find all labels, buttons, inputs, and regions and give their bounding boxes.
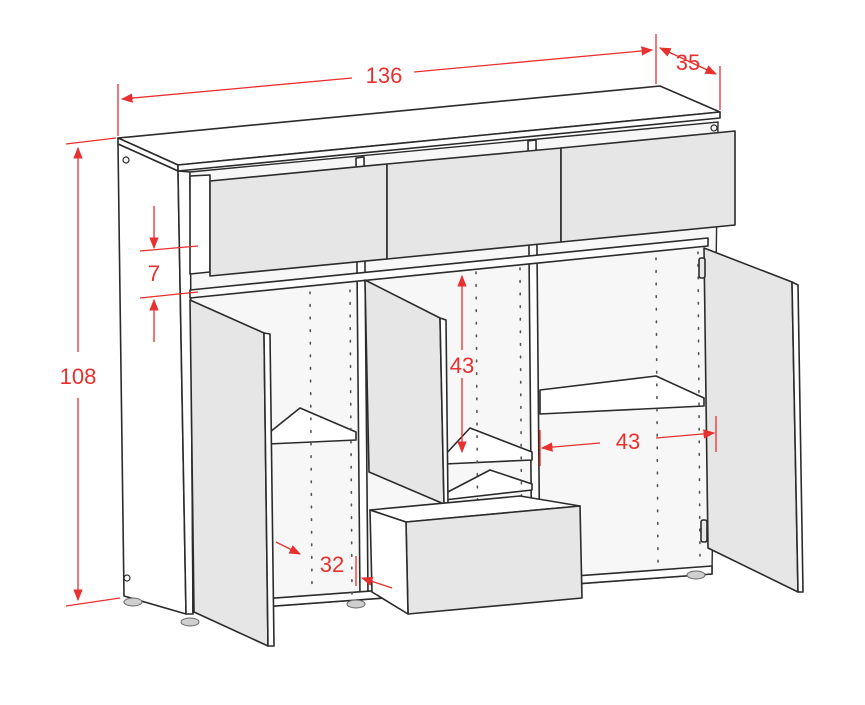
side-peg — [710, 124, 718, 132]
width-label: 136 — [366, 63, 403, 88]
top-drawers — [189, 130, 736, 277]
door-right — [703, 247, 799, 593]
compartment-width-label: 43 — [616, 429, 640, 454]
cabinet-foot — [346, 599, 366, 609]
drawer-front-1 — [209, 163, 388, 277]
dimension-inner-depth: 32 — [275, 541, 393, 589]
cabinet-left-front-edge — [177, 170, 194, 615]
shelf-pin-holes — [697, 251, 701, 561]
shelf-pin-holes — [309, 291, 313, 593]
dimension-gap: 7 — [139, 206, 199, 342]
drawer-front-2 — [386, 147, 562, 260]
shelf-rail-top — [189, 237, 709, 299]
cabinet-top-side-edge — [177, 111, 721, 172]
cabinet-foot — [123, 597, 143, 607]
shelf-pin-holes — [349, 289, 353, 595]
door-left-edge — [263, 332, 275, 647]
gap-label: 7 — [148, 261, 160, 286]
shelf-pin-holes — [475, 271, 479, 581]
hinge-icon — [698, 257, 706, 279]
dimension-width: 136 — [117, 34, 657, 136]
drawer-side — [189, 174, 211, 275]
depth-label: 35 — [676, 50, 700, 75]
dimension-depth: 35 — [658, 47, 721, 110]
bottom-drawer-side — [369, 509, 409, 615]
dimension-compartment-width: 43 — [539, 416, 717, 466]
dimension-compartment-height: 43 — [450, 274, 474, 454]
shelf-right — [539, 375, 705, 415]
bottom-drawer — [369, 495, 583, 615]
side-peg — [123, 574, 131, 582]
door-left — [189, 299, 269, 647]
compartment-height-label: 43 — [450, 353, 474, 378]
cabinet-left-side — [117, 143, 187, 615]
door-right-edge — [791, 281, 804, 593]
door-middle — [364, 279, 445, 505]
hinge-icon — [700, 519, 708, 543]
cabinet-foot — [686, 570, 706, 580]
height-label: 108 — [60, 364, 97, 389]
shelf-pin-holes — [655, 257, 659, 563]
inner-depth-label: 32 — [320, 552, 344, 577]
drawer-front-3 — [560, 130, 736, 243]
bottom-drawer-front — [405, 505, 583, 615]
doors — [189, 247, 804, 647]
shelf-pin-holes — [519, 267, 523, 581]
dimension-height: 108 — [60, 137, 121, 607]
cabinet-foot — [180, 617, 200, 627]
side-peg — [122, 156, 130, 164]
